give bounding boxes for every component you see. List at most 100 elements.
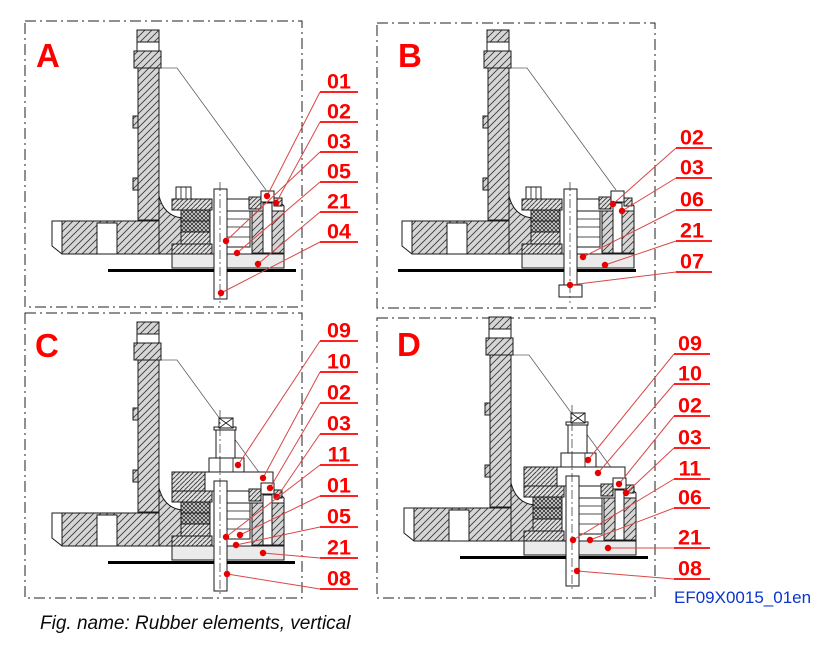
callout-dot: [601, 261, 609, 269]
part-shape: [530, 231, 561, 245]
part-edge: [570, 412, 586, 424]
part-shape: [171, 535, 213, 547]
callout-dot: [622, 489, 630, 497]
part-shape: [487, 67, 510, 221]
part-shape: [137, 359, 160, 513]
callout-label: 09: [327, 319, 351, 343]
part-shape: [215, 429, 236, 459]
callout-label: 06: [678, 486, 702, 510]
callout-label: 08: [678, 557, 702, 581]
callout-label: 08: [327, 567, 351, 591]
part-shape: [488, 328, 512, 339]
leader-line: [576, 570, 675, 580]
part-shape: [248, 488, 262, 502]
callout-dot: [234, 461, 242, 469]
callout-dot: [233, 249, 241, 257]
part-shape: [521, 243, 563, 255]
part-shape: [137, 67, 160, 221]
base-line: [398, 269, 564, 272]
callout-dot: [618, 207, 626, 215]
callout-label: 02: [678, 394, 702, 418]
base-line: [577, 269, 636, 272]
callout-dot: [594, 469, 602, 477]
part-shape: [132, 177, 139, 191]
part-shape: [560, 452, 597, 468]
panel-border: [376, 317, 656, 599]
part-edge: [180, 187, 187, 199]
part-shape: [578, 497, 603, 535]
panel-border: [24, 312, 303, 599]
part-shape: [563, 188, 578, 286]
callout-dot: [236, 531, 244, 539]
callout-dot: [579, 253, 587, 261]
base-line: [108, 561, 214, 564]
callout-label: 01: [327, 70, 351, 94]
part-shape: [482, 177, 489, 191]
callout-dot: [259, 474, 267, 482]
part-shape: [483, 50, 512, 69]
part-shape: [623, 197, 633, 207]
part-shape: [132, 115, 139, 129]
part-edge: [577, 218, 600, 238]
callout-label: 03: [680, 156, 704, 180]
part-shape: [136, 321, 160, 335]
part-shape: [180, 231, 211, 245]
part-shape: [565, 475, 580, 587]
part-shape: [446, 222, 468, 255]
part-shape: [614, 489, 625, 541]
callout-dot: [259, 549, 267, 557]
part-shape: [136, 29, 160, 43]
callout-dot: [222, 533, 230, 541]
construction-line: [508, 67, 617, 191]
panel-letter: A: [36, 37, 60, 74]
leader-line: [239, 495, 321, 536]
base-line: [460, 556, 566, 559]
base-line: [108, 269, 214, 272]
figure-caption: Fig. name: Rubber elements, vertical: [40, 613, 351, 634]
part-shape: [598, 196, 612, 210]
part-shape: [208, 457, 245, 473]
part-shape: [525, 186, 542, 200]
callout-label: 02: [680, 126, 704, 150]
leader-line: [262, 371, 321, 479]
part-shape: [171, 471, 206, 492]
callout-label: 04: [327, 220, 351, 244]
doc-id: EF09X0015_01en: [674, 588, 812, 607]
callout-dot: [217, 289, 225, 297]
part-shape: [132, 469, 139, 483]
machine-drawing: [51, 29, 285, 303]
callout-dot: [584, 456, 592, 464]
part-shape: [136, 41, 160, 52]
construction-line: [510, 354, 619, 478]
leader-line: [237, 340, 321, 466]
panel-border: [24, 20, 303, 308]
construction-line: [158, 359, 267, 483]
part-shape: [567, 424, 588, 454]
panel-border: [376, 22, 656, 309]
leader-line: [262, 552, 321, 559]
part-shape: [171, 545, 285, 561]
leader-line: [589, 507, 675, 541]
leader-line: [236, 181, 321, 254]
callout-label: 02: [327, 381, 351, 405]
leader-line: [226, 573, 321, 590]
part-shape: [523, 485, 565, 498]
leader-line: [597, 383, 675, 474]
base-line: [579, 556, 648, 559]
part-shape: [532, 507, 563, 520]
callout-label: 05: [327, 505, 351, 529]
callout-label: 21: [680, 219, 704, 243]
part-shape: [523, 466, 558, 487]
part-shape: [96, 222, 118, 255]
part-edge: [579, 505, 602, 525]
part-shape: [523, 530, 565, 542]
part-edge: [227, 510, 250, 530]
callout-label: 05: [327, 160, 351, 184]
leader-line: [257, 211, 321, 265]
panel-letter: B: [398, 37, 422, 74]
